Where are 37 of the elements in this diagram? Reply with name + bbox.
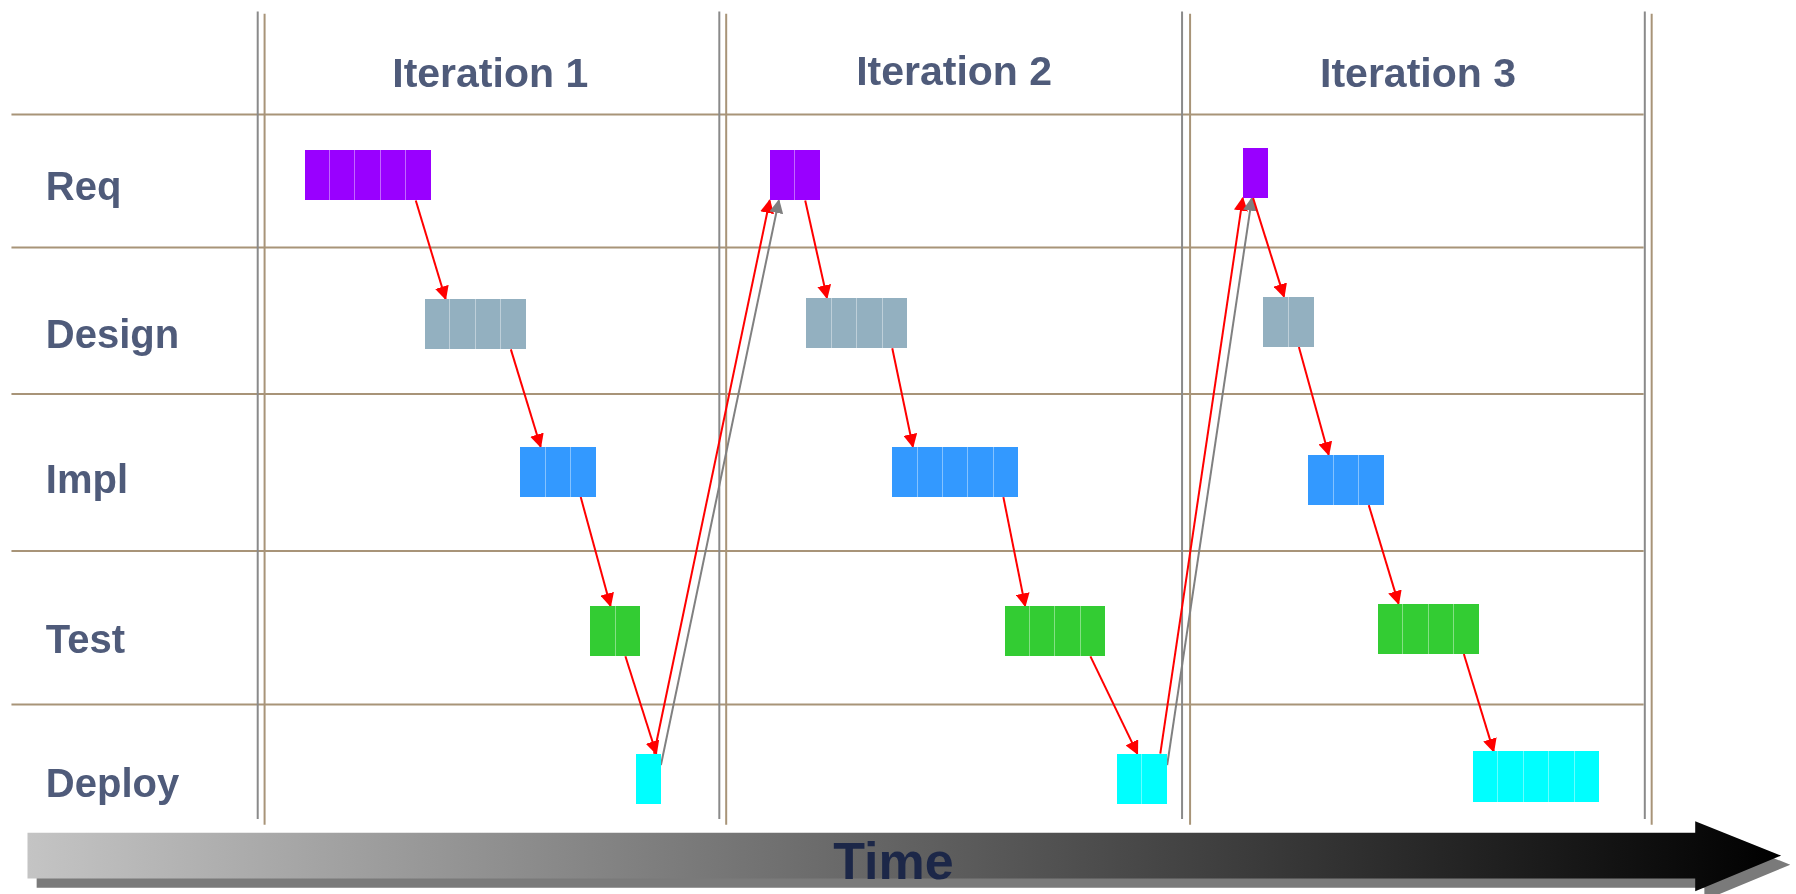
arrow bbox=[414, 199, 449, 301]
task-bar bbox=[1116, 753, 1168, 805]
task-bar bbox=[304, 150, 431, 201]
arrow bbox=[1002, 496, 1030, 608]
column-header: Iteration 1 bbox=[392, 49, 589, 99]
arrow bbox=[579, 496, 614, 608]
axis-label: Time bbox=[833, 831, 954, 893]
arrow bbox=[1089, 655, 1139, 755]
task-bar bbox=[1004, 605, 1106, 657]
arrow bbox=[1297, 346, 1333, 457]
row-label: Impl bbox=[45, 455, 129, 503]
task-bar bbox=[1242, 147, 1268, 199]
task-bar bbox=[769, 150, 821, 201]
arrow bbox=[1252, 197, 1287, 298]
task-bar bbox=[892, 446, 1019, 498]
row-label: Design bbox=[45, 311, 180, 359]
task-bar bbox=[520, 446, 596, 498]
arrow bbox=[624, 655, 660, 755]
arrow bbox=[1462, 653, 1497, 753]
task-bar bbox=[806, 297, 908, 349]
row-label: Req bbox=[45, 162, 122, 210]
task-bar bbox=[1308, 454, 1384, 506]
task-bar bbox=[635, 753, 661, 805]
arrow bbox=[1367, 504, 1402, 605]
arrow bbox=[509, 348, 544, 449]
task-bar bbox=[424, 298, 526, 350]
column-header: Iteration 3 bbox=[1320, 49, 1516, 99]
row-label: Deploy bbox=[45, 760, 180, 808]
arrow bbox=[891, 347, 918, 449]
arrow bbox=[1159, 196, 1248, 755]
arrow bbox=[804, 199, 832, 300]
task-bar bbox=[1473, 751, 1599, 802]
task-bar bbox=[1377, 603, 1479, 654]
task-bar bbox=[1263, 296, 1314, 348]
task-bar bbox=[589, 605, 641, 657]
column-header: Iteration 2 bbox=[856, 47, 1053, 97]
row-label: Test bbox=[45, 616, 126, 664]
